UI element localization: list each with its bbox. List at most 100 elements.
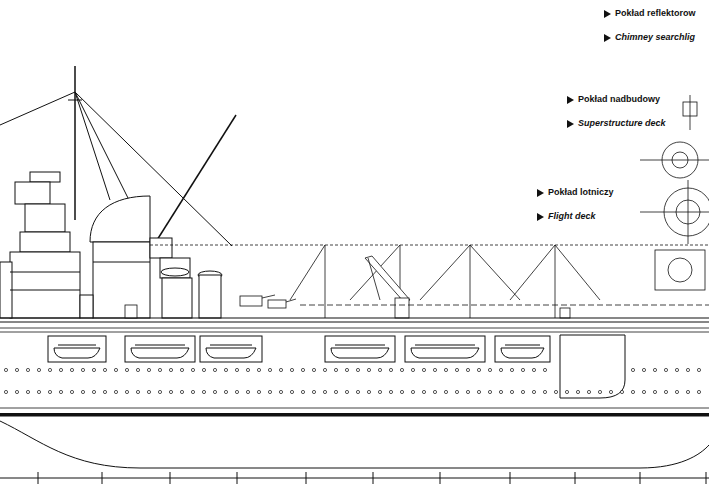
portholes	[521, 368, 524, 371]
aft-rigging	[470, 245, 471, 318]
aa-guns	[268, 300, 286, 308]
portholes	[4, 390, 7, 393]
portholes	[312, 390, 315, 393]
portholes	[114, 368, 117, 371]
aft-rigging	[290, 245, 325, 300]
boat-bays	[505, 345, 540, 346]
scale-bar	[102, 472, 103, 484]
aft-rigging	[555, 245, 600, 300]
portholes	[345, 368, 348, 371]
portholes	[422, 368, 425, 371]
portholes	[378, 368, 381, 371]
portholes	[191, 368, 194, 371]
island	[0, 66, 236, 318]
boat-bays	[335, 345, 385, 346]
portholes	[125, 390, 128, 393]
portholes	[664, 390, 667, 393]
aft-rigging	[150, 245, 709, 318]
portholes	[158, 368, 161, 371]
aft-rigging	[150, 245, 709, 246]
portholes	[367, 390, 370, 393]
hull	[0, 421, 709, 468]
portholes	[279, 368, 282, 371]
portholes	[334, 390, 337, 393]
boat-bays	[48, 336, 550, 362]
portholes	[554, 390, 557, 393]
portholes	[510, 390, 513, 393]
portholes	[609, 390, 612, 393]
label-arrows	[567, 96, 574, 104]
scale-bar	[575, 472, 576, 484]
portholes	[686, 390, 689, 393]
scale-bar	[0, 472, 709, 484]
island	[10, 252, 80, 318]
island	[152, 115, 236, 248]
hull	[0, 332, 709, 333]
portholes	[246, 390, 249, 393]
portholes	[444, 368, 447, 371]
portholes	[103, 390, 106, 393]
portholes	[257, 390, 260, 393]
portholes	[290, 390, 293, 393]
aa-guns	[125, 295, 570, 318]
portholes	[147, 390, 150, 393]
boat-bays	[58, 345, 96, 346]
hull	[0, 318, 709, 468]
portholes	[455, 368, 458, 371]
island	[75, 92, 152, 246]
island	[161, 268, 189, 276]
portholes	[158, 390, 161, 393]
boat-bays	[54, 348, 100, 358]
island	[74, 66, 76, 220]
portholes	[235, 368, 238, 371]
island	[0, 92, 75, 125]
portholes	[345, 390, 348, 393]
portholes	[543, 368, 546, 371]
island	[93, 262, 150, 263]
portholes	[400, 390, 403, 393]
portholes	[543, 390, 546, 393]
portholes	[411, 390, 414, 393]
portholes	[631, 368, 634, 371]
portholes	[664, 368, 667, 371]
portholes	[136, 390, 139, 393]
portholes	[697, 390, 700, 393]
aft-rigging	[368, 258, 380, 300]
portholes	[48, 368, 51, 371]
portholes	[312, 368, 315, 371]
searchlight-plan	[655, 250, 705, 290]
portholes	[169, 368, 172, 371]
searchlight-plan	[690, 95, 691, 130]
island	[68, 100, 82, 101]
portholes	[290, 368, 293, 371]
label-arrows	[537, 189, 544, 197]
portholes	[301, 390, 304, 393]
portholes	[26, 368, 29, 371]
portholes	[136, 368, 139, 371]
portholes	[466, 390, 469, 393]
portholes	[323, 368, 326, 371]
portholes	[279, 390, 282, 393]
aa-guns	[262, 295, 275, 298]
portholes	[378, 390, 381, 393]
hull	[0, 408, 709, 409]
boat-bays	[501, 348, 544, 358]
island	[90, 196, 150, 242]
portholes	[675, 368, 678, 371]
portholes	[37, 390, 40, 393]
scale-bar	[38, 472, 706, 484]
deck-label: Pokład lotniczy	[547, 187, 615, 198]
portholes	[191, 390, 194, 393]
searchlight-plan	[640, 212, 709, 213]
portholes	[697, 368, 700, 371]
portholes	[103, 368, 106, 371]
portholes	[125, 368, 128, 371]
portholes	[202, 368, 205, 371]
scale-bar	[706, 472, 707, 484]
boat-bays	[200, 336, 262, 362]
label-arrows	[604, 10, 611, 18]
portholes	[642, 368, 645, 371]
island	[160, 258, 190, 278]
